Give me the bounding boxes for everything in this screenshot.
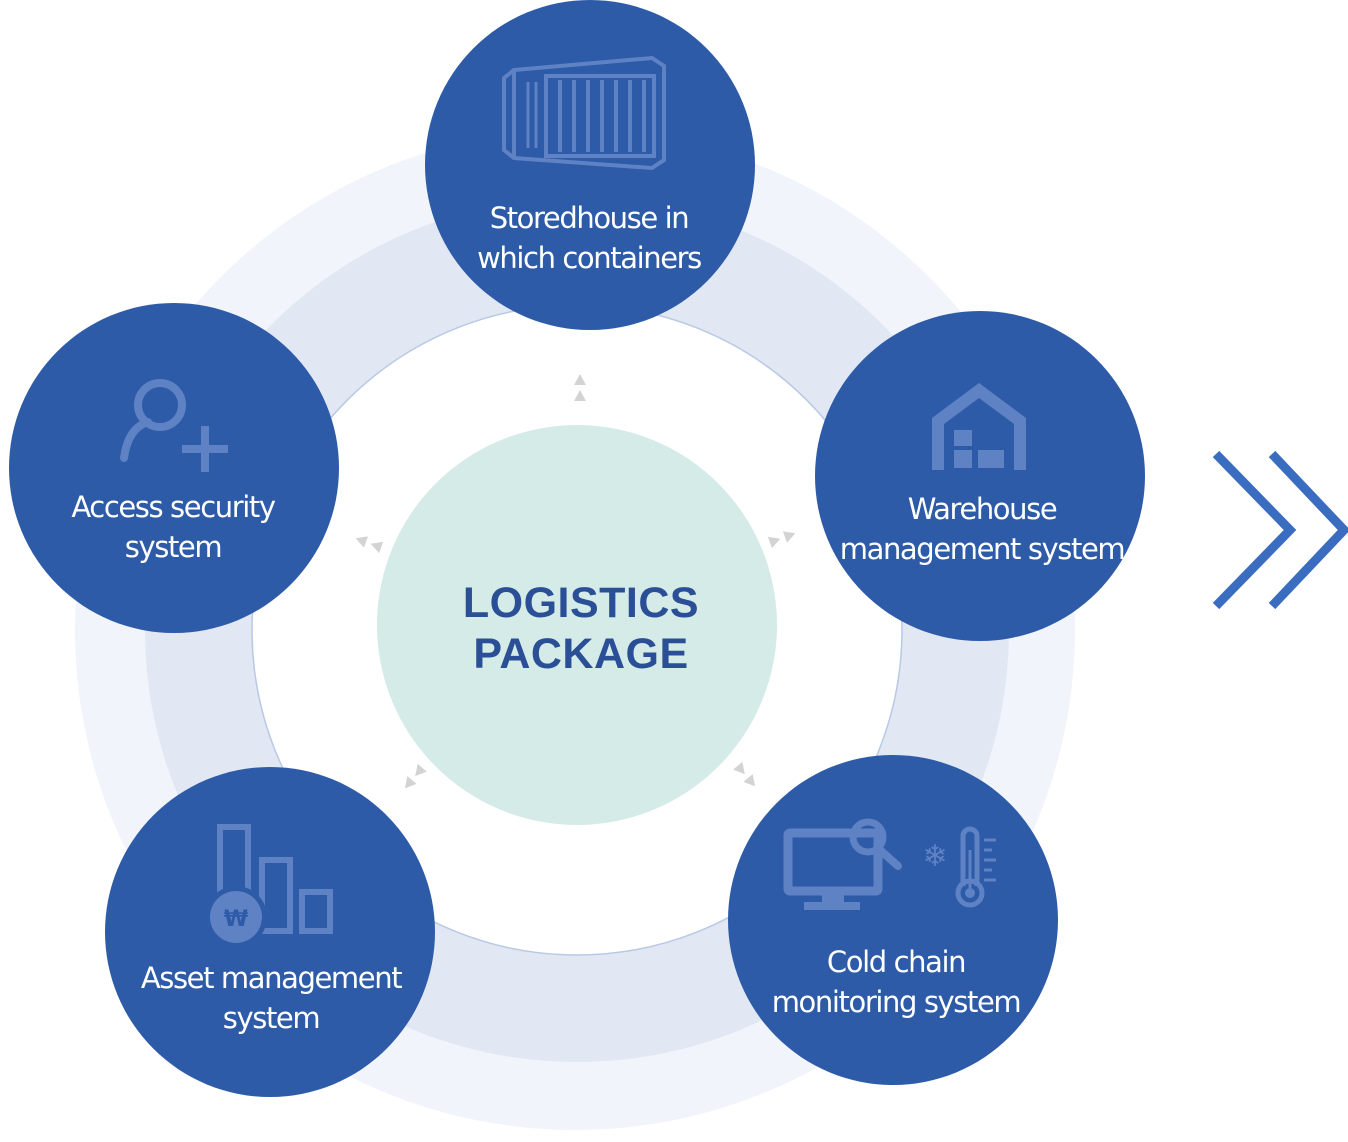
node-label-line1: Access security: [71, 490, 276, 524]
center-circle: [377, 425, 777, 825]
arrow-marker-lower-right: [733, 761, 756, 787]
node-label-line2: monitoring system: [772, 985, 1021, 1019]
double-chevron-right-icon: [1212, 450, 1348, 610]
won-bar-chart-icon: ₩: [205, 824, 333, 948]
arrow-marker-up: [574, 374, 586, 401]
node-circle: [728, 755, 1058, 1085]
node-label-line2: system: [125, 530, 221, 564]
shipping-container-icon: [502, 55, 666, 171]
node-storehouse: Storedhouse in which containers: [425, 0, 755, 330]
monitor-search-thermometer-icon: ❄: [783, 818, 996, 910]
node-cold-chain: ❄ Cold chain monitoring system: [728, 755, 1058, 1085]
arrow-marker-right: [767, 531, 796, 549]
node-label-line1: Asset management: [141, 961, 402, 995]
node-warehouse: Warehouse management system: [815, 311, 1145, 641]
center-hub: LOGISTICS PACKAGE: [377, 425, 777, 825]
svg-text:❄: ❄: [922, 839, 947, 874]
svg-text:₩: ₩: [224, 907, 248, 932]
arrow-marker-lower-left: [404, 763, 427, 789]
node-label-line1: Warehouse: [908, 492, 1057, 526]
direction-arrows: [355, 374, 796, 789]
node-label-line2: management system: [840, 532, 1125, 566]
node-access: Access security system: [9, 303, 339, 633]
arrow-marker-left: [355, 536, 384, 554]
node-label-line1: Cold chain: [827, 945, 965, 979]
node-label-line2: system: [223, 1001, 319, 1035]
center-title-line2: PACKAGE: [473, 630, 688, 678]
add-user-icon: [120, 379, 228, 472]
node-circle: [9, 303, 339, 633]
node-asset: ₩ Asset management system: [105, 767, 435, 1097]
node-circle: [815, 311, 1145, 641]
center-title-line1: LOGISTICS: [463, 579, 699, 627]
warehouse-icon: [932, 383, 1026, 470]
node-label-line1: Storedhouse in: [490, 201, 689, 235]
node-label-line2: which containers: [477, 241, 701, 275]
